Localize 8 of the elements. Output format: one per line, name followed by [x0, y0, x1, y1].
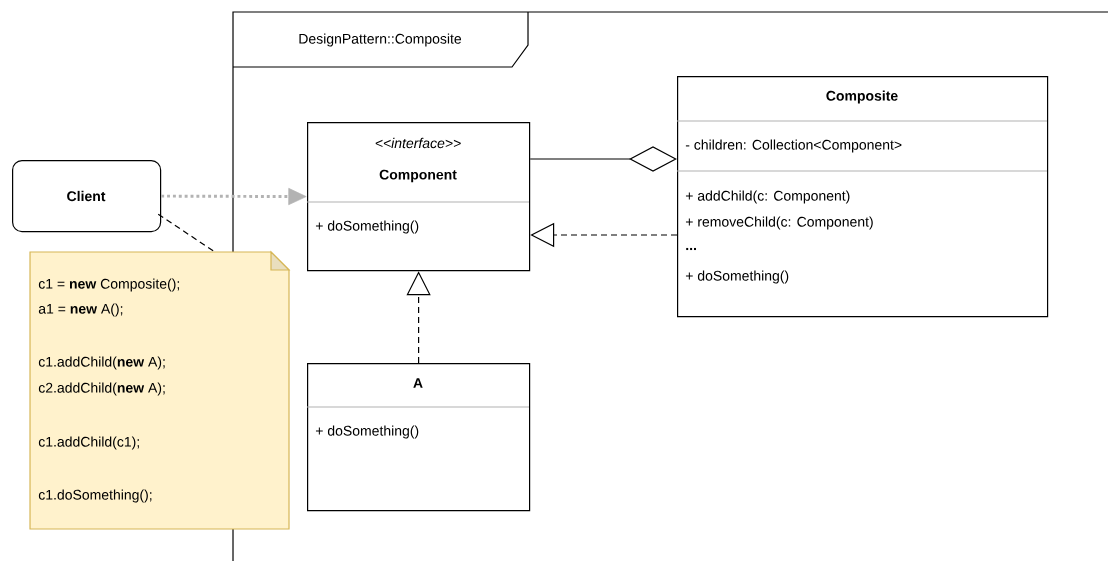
class-box: Composite - children: Collection<Component> + addChild(c: Component) + removeChild(c: Component) ... + doSomething() — [676, 76, 1049, 318]
arrow — [529, 146, 677, 172]
arrow — [161, 187, 307, 206]
actor-box: Client — [12, 160, 162, 233]
class-box: <<interface>> Component + doSomething() — [306, 122, 531, 272]
arrow — [406, 271, 431, 364]
connector-line — [157, 213, 216, 253]
class-box: A + doSomething() — [306, 363, 531, 512]
